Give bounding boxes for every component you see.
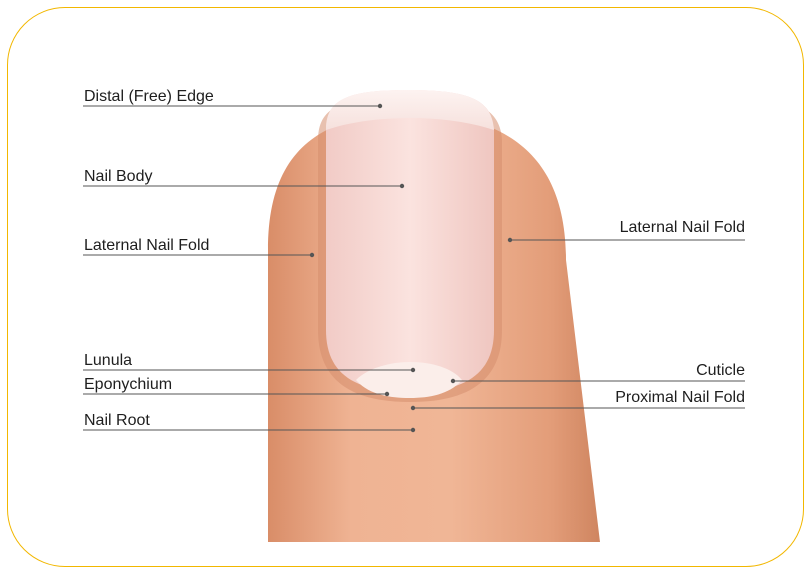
finger-nail-illustration	[0, 0, 812, 542]
label-lateral-fold-right: Laternal Nail Fold	[620, 219, 745, 237]
label-lateral-fold-left: Laternal Nail Fold	[84, 237, 209, 255]
label-eponychium: Eponychium	[84, 376, 172, 394]
label-cuticle: Cuticle	[696, 362, 745, 380]
label-nail-body: Nail Body	[84, 168, 152, 186]
label-proximal-fold: Proximal Nail Fold	[615, 389, 745, 407]
label-nail-root: Nail Root	[84, 412, 150, 430]
label-lunula: Lunula	[84, 352, 132, 370]
label-distal-edge: Distal (Free) Edge	[84, 88, 214, 106]
nail-body-shape	[326, 90, 494, 392]
